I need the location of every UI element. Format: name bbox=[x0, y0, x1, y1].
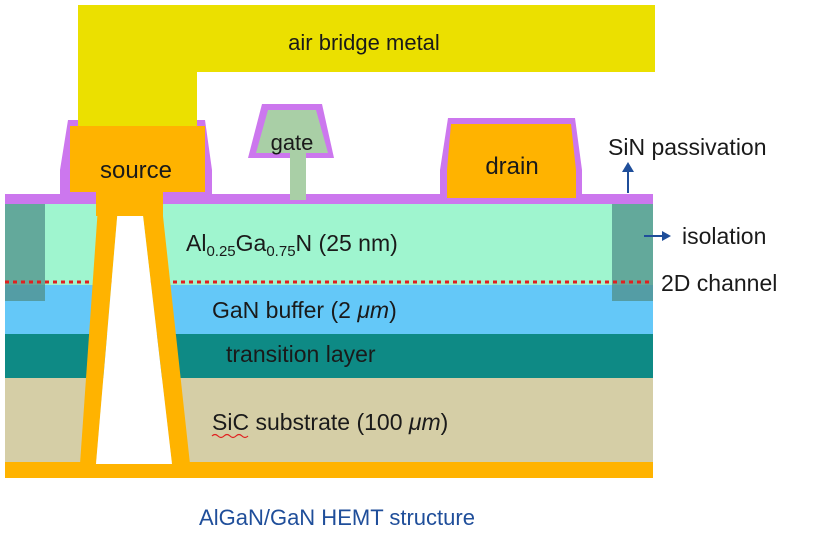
gan-buffer-prefix: GaN buffer (2 bbox=[212, 297, 357, 323]
gan-buffer-suffix: ) bbox=[389, 297, 397, 323]
channel-label: 2D channel bbox=[661, 270, 777, 296]
isolation-region-right bbox=[612, 204, 653, 301]
algan-ga: Ga bbox=[236, 230, 267, 256]
substrate-suffix: ) bbox=[441, 409, 449, 435]
substrate-label: SiC substrate (100 μm) bbox=[212, 409, 448, 435]
air-bridge-metal bbox=[78, 5, 655, 126]
passivation-label: SiN passivation bbox=[608, 134, 767, 160]
drain-contact bbox=[447, 124, 576, 198]
substrate-material: SiC bbox=[212, 409, 249, 435]
algan-label: Al0.25Ga0.75N (25 nm) bbox=[186, 230, 398, 260]
transition-layer-label: transition layer bbox=[226, 341, 376, 367]
algan-rest: N (25 nm) bbox=[296, 230, 398, 256]
substrate-prefix: substrate (100 bbox=[249, 409, 409, 435]
gate-electrode bbox=[256, 110, 328, 153]
drain-label: drain bbox=[485, 153, 538, 180]
passivation-arrowhead-icon bbox=[622, 162, 634, 172]
source-label: source bbox=[100, 157, 172, 184]
gan-buffer-unit: μm bbox=[356, 297, 389, 323]
isolation-label: isolation bbox=[682, 223, 766, 249]
caption: AlGaN/GaN HEMT structure bbox=[199, 505, 475, 530]
algan-ga-subscript: 0.75 bbox=[266, 243, 295, 260]
via-wall-left bbox=[80, 207, 118, 464]
backside-via-metal bbox=[5, 462, 653, 478]
gate-stem bbox=[290, 150, 306, 200]
algan-al: Al bbox=[186, 230, 206, 256]
air-bridge-label: air bridge metal bbox=[288, 30, 440, 55]
isolation-arrowhead-icon bbox=[662, 231, 671, 241]
via-hole bbox=[96, 207, 172, 464]
substrate-unit: μm bbox=[408, 409, 441, 435]
spellcheck-underline bbox=[211, 433, 249, 439]
gan-buffer-label: GaN buffer (2 μm) bbox=[212, 297, 397, 323]
via-wall-right bbox=[142, 207, 190, 464]
algan-al-subscript: 0.25 bbox=[206, 243, 235, 260]
isolation-region-left bbox=[5, 204, 45, 301]
gate-label: gate bbox=[271, 130, 314, 155]
source-contact bbox=[70, 126, 205, 216]
